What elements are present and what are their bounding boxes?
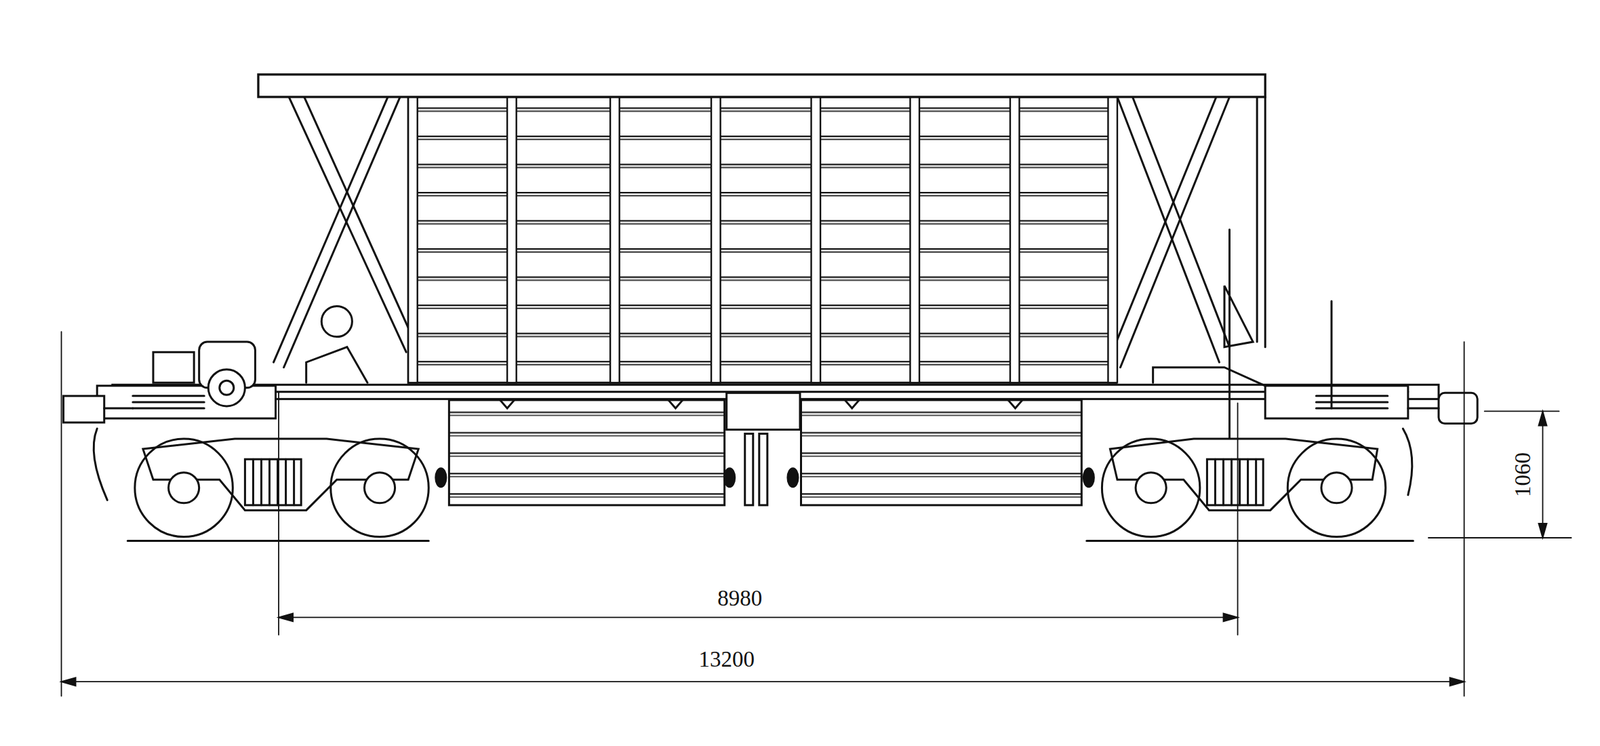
wheel (134, 438, 233, 537)
hopper-box (801, 400, 1083, 506)
extension-line (1237, 402, 1239, 635)
arrowhead (1538, 523, 1547, 538)
bogie (127, 438, 1413, 541)
gate-lever (745, 433, 754, 506)
extension-line (1463, 341, 1466, 696)
axle-box (364, 472, 395, 504)
dimension-label: 1060 (1511, 450, 1534, 499)
side-frame (1109, 438, 1377, 510)
dimension-label: 8980 (715, 586, 765, 609)
dimension-line (1542, 410, 1544, 538)
coupler-head (1438, 392, 1478, 424)
car-body (258, 74, 1266, 383)
body-slats (408, 96, 1116, 383)
axle-box (1135, 472, 1167, 504)
brace (284, 96, 401, 368)
hose (93, 428, 108, 500)
extension-line (1428, 536, 1572, 539)
extension-line (277, 392, 280, 635)
dimension-line (61, 680, 1465, 683)
wheel (1287, 438, 1386, 537)
hinge (1083, 468, 1094, 487)
brake-hub (219, 380, 234, 395)
dimension-line (278, 616, 1238, 618)
rib (408, 96, 418, 383)
rail (1086, 539, 1414, 542)
arrowhead (1223, 612, 1238, 622)
grille (1315, 406, 1388, 409)
springs (1214, 458, 1256, 506)
roof (258, 74, 1266, 97)
end-post (1256, 96, 1259, 342)
air-reservoir (321, 305, 352, 337)
rib (910, 96, 920, 383)
spring-nest (1206, 458, 1264, 506)
rib (610, 96, 620, 383)
side-frame (143, 438, 419, 510)
extension-line (61, 331, 63, 696)
hinge (435, 468, 447, 487)
dimension-lines (61, 331, 1572, 696)
sill-line (265, 390, 1408, 393)
rod (1330, 301, 1333, 409)
rib (811, 96, 822, 383)
coupler-head (63, 395, 105, 423)
coupler-shank (1408, 406, 1439, 409)
body-side (408, 96, 1116, 383)
wheel (1101, 438, 1200, 537)
arrowhead (1450, 677, 1465, 686)
brace (1117, 96, 1219, 363)
wheel (330, 438, 429, 537)
bracket (668, 400, 683, 409)
brace (1120, 96, 1230, 368)
end-platform (96, 385, 276, 419)
grille (132, 400, 205, 403)
end-post (1264, 96, 1267, 348)
dimension-label: 13200 (696, 648, 757, 671)
grille (1315, 394, 1388, 397)
coupler (63, 392, 1478, 500)
valve (153, 351, 194, 383)
step (306, 347, 368, 384)
arrowhead (1538, 410, 1547, 426)
coupler-shank (104, 406, 133, 409)
extension-line (1484, 410, 1560, 413)
hose (1402, 428, 1413, 495)
axle-box (168, 472, 200, 504)
axle-box (1321, 472, 1352, 504)
arrowhead (278, 612, 293, 622)
brace (1111, 96, 1216, 352)
gate-housing (726, 392, 800, 430)
bracket (500, 400, 515, 409)
brace (304, 96, 413, 337)
rib (1010, 96, 1020, 383)
rib (507, 96, 517, 383)
hopper-slats (448, 400, 725, 506)
grille (132, 406, 205, 409)
hopper-slats (801, 400, 1083, 506)
end-platform (1265, 385, 1409, 419)
brace (273, 96, 389, 363)
brake-wheel (208, 369, 245, 407)
bracket (1008, 400, 1023, 409)
hopper-chutes (435, 392, 1095, 506)
arrowhead (61, 677, 76, 686)
grille (1315, 400, 1388, 403)
hinge (724, 468, 735, 487)
hinge (787, 468, 798, 487)
gate-lever (759, 433, 768, 506)
rib (1107, 96, 1118, 383)
springs (252, 458, 294, 506)
grille (132, 394, 205, 397)
step (1153, 367, 1266, 386)
bracket (844, 400, 859, 409)
rib (711, 96, 721, 383)
spring-nest (244, 458, 302, 506)
hopper-box (448, 400, 725, 506)
